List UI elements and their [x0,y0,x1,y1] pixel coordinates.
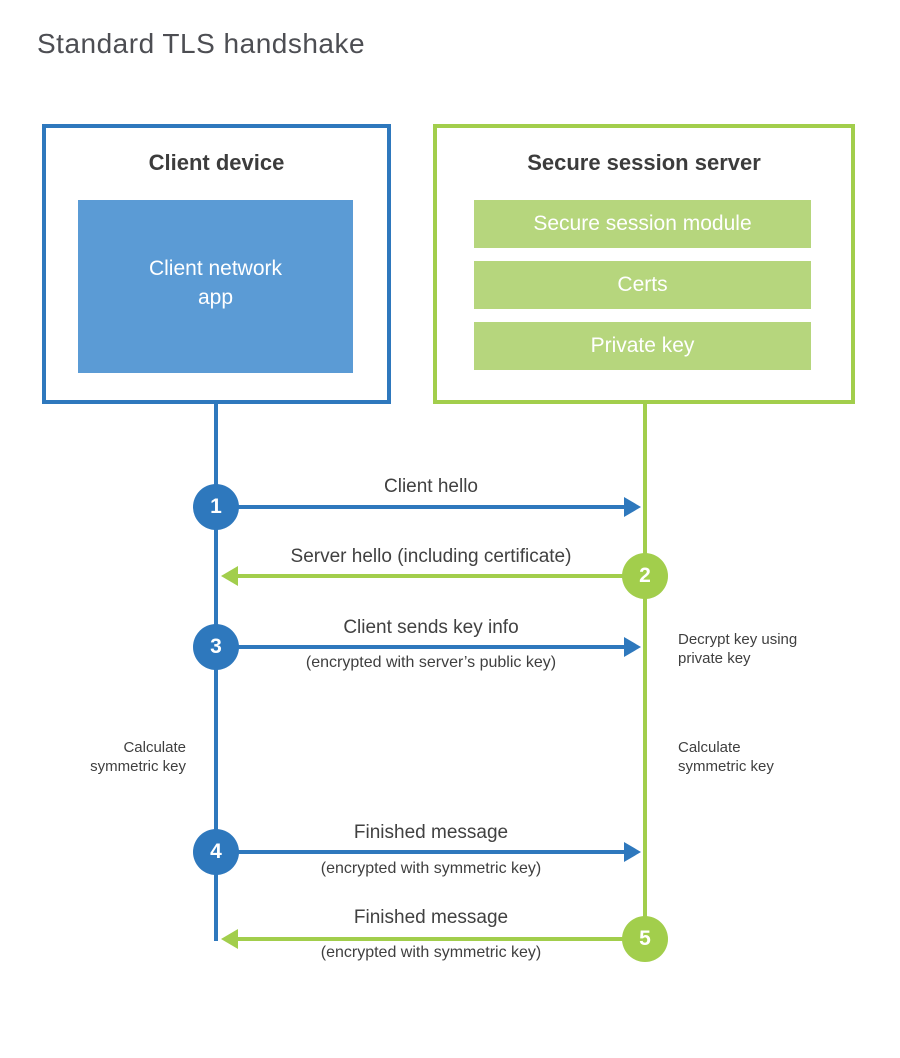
client-lifeline [214,404,218,941]
step-3-label: Client sends key info [343,617,519,638]
step-5-sublabel: (encrypted with symmetric key) [320,944,542,961]
step-5-number: 5 [639,927,651,950]
step-3-number: 3 [210,635,222,658]
step-1-arrowhead-right-icon [624,497,641,517]
annotation-calculate-server: Calculate symmetric key [678,738,774,776]
annotation-calc-client-line2: symmetric key [90,758,186,775]
step-1-arrow-line [216,505,624,509]
server-certs-bar: Certs [474,261,811,309]
step-3-arrowhead-right-icon [624,637,641,657]
annotation-calc-server-line2: symmetric key [678,758,774,775]
client-network-app-box: Client network app [78,200,353,373]
step-5-label: Finished message [353,907,509,928]
annotation-calculate-client: Calculate symmetric key [60,738,186,776]
secure-session-server-box: Secure session server Secure session mod… [433,124,855,404]
step-3-sublabel: (encrypted with server’s public key) [305,654,557,671]
server-module-bar: Secure session module [474,200,811,248]
client-device-box: Client device Client network app [42,124,391,404]
step-4-arrow-line [216,850,624,854]
step-4-arrowhead-right-icon [624,842,641,862]
step-1-marker: 1 [193,484,239,530]
server-lifeline [643,404,647,941]
step-5-marker: 5 [622,916,668,962]
step-4-sublabel: (encrypted with symmetric key) [320,860,542,877]
step-2-marker: 2 [622,553,668,599]
annotation-calc-server-line1: Calculate [678,739,741,756]
step-3-marker: 3 [193,624,239,670]
client-device-title: Client device [148,150,285,175]
step-4-number: 4 [210,840,222,863]
annotation-calc-client-line1: Calculate [123,739,186,756]
step-4-marker: 4 [193,829,239,875]
annotation-decrypt-key: Decrypt key using private key [678,630,797,668]
server-title: Secure session server [527,150,761,175]
page-title: Standard TLS handshake [37,28,366,59]
step-2-number: 2 [639,564,651,587]
step-2-label: Server hello (including certificate) [290,546,572,567]
step-1-number: 1 [210,495,222,518]
server-private-key-bar: Private key [474,322,811,370]
step-2-arrowhead-left-icon [221,566,238,586]
client-app-label-line2: app [197,285,234,309]
client-app-label-line1: Client network [148,256,283,280]
step-5-arrow-line [238,937,646,941]
step-2-arrow-line [238,574,646,578]
step-4-label: Finished message [353,822,509,843]
annotation-decrypt-line2: private key [678,650,751,667]
step-3-arrow-line [216,645,624,649]
step-1-label: Client hello [384,476,478,497]
annotation-decrypt-line1: Decrypt key using [678,631,798,648]
step-5-arrowhead-left-icon [221,929,238,949]
